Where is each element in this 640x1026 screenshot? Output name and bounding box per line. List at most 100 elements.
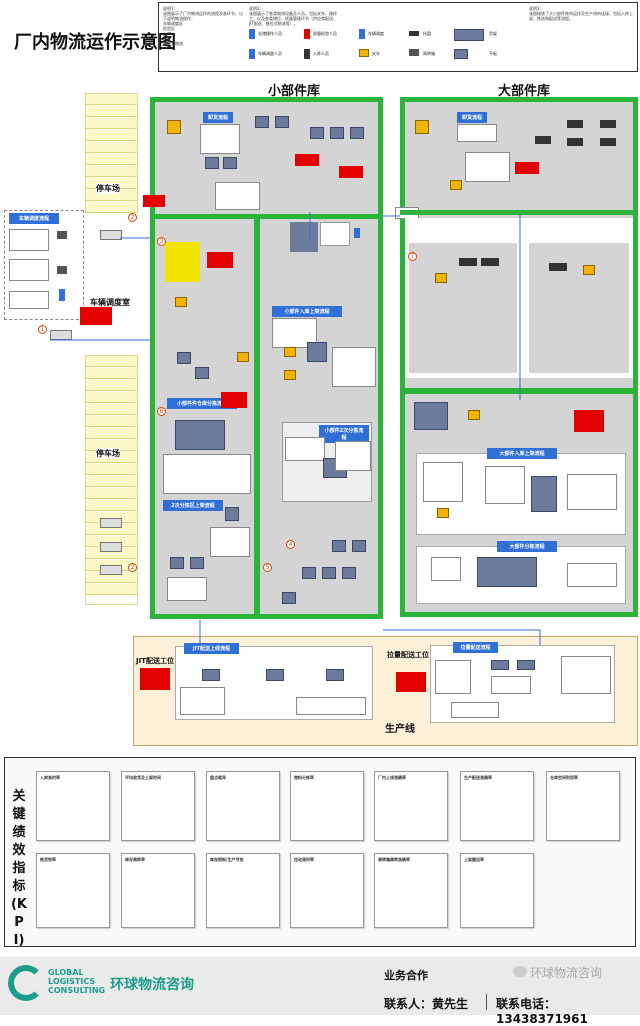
company-name-cn: 环球物流咨询 <box>110 977 194 993</box>
kpi-card: 库存损耗/生产节拍 <box>206 853 280 928</box>
dispatch-step <box>9 259 49 281</box>
large-putaway-panel: 大部件入库上架流程 <box>416 448 626 535</box>
kpi-card: 入库准时率 <box>36 771 110 841</box>
kpi-card: 生产配送准确率 <box>460 771 534 841</box>
pallet-icon <box>567 120 583 128</box>
putaway-step <box>423 462 463 502</box>
cart-icon <box>205 157 219 169</box>
kpi-card: 仓库空间利用率 <box>546 771 620 841</box>
cart-icon <box>275 116 289 128</box>
legend-icon-label: 平板 <box>489 51 497 56</box>
dispatch-area: 车辆调度流程 <box>4 210 84 320</box>
cart-icon <box>266 669 284 681</box>
cart-icon <box>225 507 239 521</box>
cart-icon <box>332 540 346 552</box>
cart-icon <box>342 567 356 579</box>
forklift-icon <box>435 273 447 283</box>
kpi-card-title: 平均收货及上架时间 <box>125 775 161 780</box>
forklift-icon <box>175 297 187 307</box>
cart-icon <box>302 567 316 579</box>
worker-icon <box>249 49 255 59</box>
dispatch-step <box>9 291 49 309</box>
pick-zone-yellow <box>165 242 200 282</box>
red-note-tag <box>396 672 426 692</box>
company-logo-icon <box>8 965 44 1001</box>
jit-step <box>180 687 225 715</box>
kpi-card: 库存周转率 <box>121 853 195 928</box>
wechat-account: 环球物流咨询 <box>530 966 603 980</box>
forklift-icon <box>415 120 429 134</box>
worker-icon <box>249 29 255 39</box>
pallet-icon <box>600 138 616 146</box>
legend-icon-label: 周转箱 <box>423 51 435 56</box>
pull-step <box>435 660 471 694</box>
step-badge: 4 <box>286 540 295 549</box>
pull-line-panel: 拉量配送流程 <box>430 642 615 723</box>
cart-icon <box>202 669 220 681</box>
jit-line-panel: JIT配送上线流程 <box>175 643 373 720</box>
putaway-step <box>332 347 376 387</box>
red-note-tag <box>207 252 233 268</box>
picking-step <box>163 454 251 494</box>
large-storage-left <box>409 243 517 373</box>
red-note-tag <box>80 307 112 325</box>
kpi-card-title: 盘点差异 <box>210 775 226 780</box>
legend-note-3: 说明3： 该图描述了大小部件库的运作及生产线的连接，包括入库上架、拣选和配送等流… <box>529 6 633 21</box>
picking-step <box>431 557 461 581</box>
receiving-step <box>457 124 497 142</box>
kpi-card-title: 库存损耗/生产节拍 <box>210 857 244 862</box>
green-divider <box>254 219 260 619</box>
step-badge: 2 <box>128 213 137 222</box>
red-note-tag <box>339 166 363 178</box>
cart-icon <box>517 660 535 670</box>
small-putaway-title: 小部件入库上架流程 <box>272 306 342 317</box>
cart-icon <box>177 352 191 364</box>
worker-icon <box>304 49 310 59</box>
cart-icon <box>491 660 509 670</box>
forklift-icon <box>359 49 369 57</box>
dispatch-step <box>9 229 49 251</box>
computer-icon <box>57 266 67 274</box>
kpi-card-title: 周转箱周转准确率 <box>378 857 410 862</box>
forklift-icon <box>468 410 480 420</box>
legend-icon-label: 质量检验人员 <box>313 31 337 36</box>
putaway-step <box>567 474 617 510</box>
parking-top-label: 停车场 <box>96 183 120 194</box>
forklift-icon <box>284 370 296 380</box>
kpi-card: 拉动准时率 <box>290 853 364 928</box>
large-storage-area <box>405 218 633 378</box>
small-receiving-area: 卸货流程 <box>155 102 378 214</box>
kpi-card: 上架搬运率 <box>460 853 534 928</box>
picking-step <box>167 577 207 601</box>
cart-icon <box>454 49 468 59</box>
kpi-card-title: 仓库空间利用率 <box>550 775 578 780</box>
pull-line-title: 拉量配送流程 <box>453 642 498 653</box>
kpi-card-title: 上架搬运率 <box>464 857 484 862</box>
pull-station-label: 拉量配送工位 <box>387 651 429 659</box>
parking-lot-top <box>85 93 138 213</box>
rack-icon <box>290 222 318 252</box>
legend-icon-label: 仓储操作人员 <box>258 31 282 36</box>
legend-icon-label: 入库人员 <box>313 51 329 56</box>
cart-icon <box>326 669 344 681</box>
pallet-icon <box>409 31 419 36</box>
green-divider <box>400 388 638 394</box>
cart-icon <box>223 157 237 169</box>
small-parts-title: 小部件库 <box>268 84 321 99</box>
pallet-icon <box>481 258 499 266</box>
tote-icon <box>409 49 419 56</box>
footer-divider <box>486 994 487 1010</box>
kpi-card: 厂内上线准确率 <box>374 771 448 841</box>
pallet-icon <box>567 138 583 146</box>
kpi-card-title: 拉动准时率 <box>294 857 314 862</box>
receiving-step <box>465 152 510 182</box>
pallet-icon <box>600 120 616 128</box>
forklift-icon <box>583 265 595 275</box>
picking-step <box>210 527 250 557</box>
kpi-card: 拣货效率 <box>36 853 110 928</box>
legend-icon-label: 托盘 <box>423 31 431 36</box>
cart-icon <box>255 116 269 128</box>
pull-step <box>491 676 531 694</box>
large-receiving-title: 卸货流程 <box>457 112 487 123</box>
computer-icon <box>57 231 67 239</box>
